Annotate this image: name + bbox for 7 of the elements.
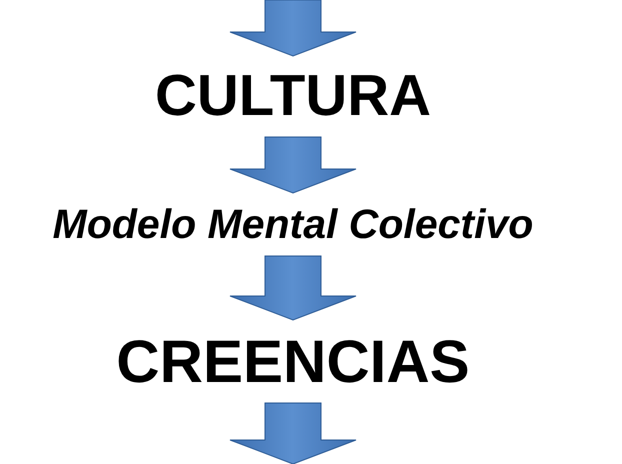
block-arrow [230,0,356,57]
block-arrow [230,136,356,194]
block-arrow [230,402,356,464]
concept-text: Modelo Mental Colectivo [52,203,534,246]
concept-text: CREENCIAS [116,330,470,393]
block-arrow [230,256,356,321]
concept-text: CULTURA [155,66,431,127]
